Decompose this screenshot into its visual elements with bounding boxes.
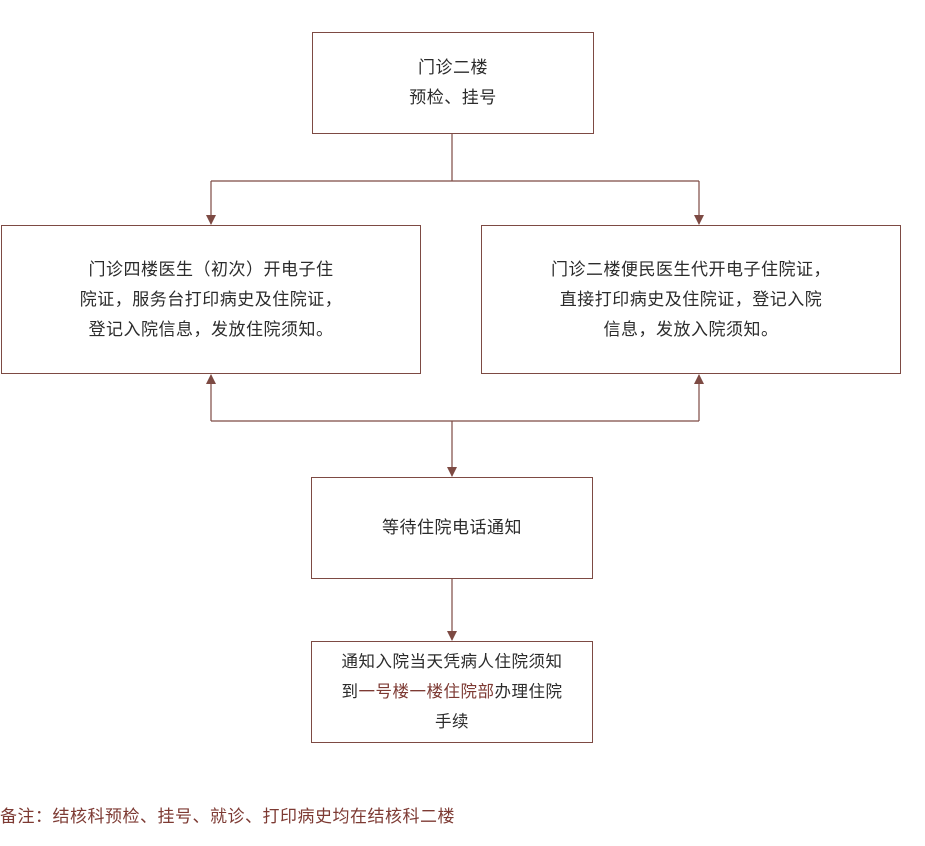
admission-box: 通知入院当天凭病人住院须知 到一号楼一楼住院部办理住院 手续 (311, 641, 593, 743)
registration-line-2: 预检、挂号 (409, 88, 497, 108)
admission-line-2-prefix: 到 (341, 682, 359, 701)
admission-line-2-suffix: 办理住院 (494, 682, 563, 701)
second-floor-line-2: 直接打印病史及住院证，登记入院 (559, 289, 823, 310)
fourth-floor-line-3: 登记入院信息，发放住院须知。 (88, 319, 334, 340)
second-floor-text: 门诊二楼便民医生代开电子住院证， 直接打印病史及住院证，登记入院 信息，发放入院… (531, 255, 851, 345)
admission-text: 通知入院当天凭病人住院须知 到一号楼一楼住院部办理住院 手续 (317, 647, 587, 737)
fourth-floor-line-2: 院证，服务台打印病史及住院证， (79, 289, 343, 310)
registration-box: 门诊二楼 预检、挂号 (312, 32, 594, 134)
fourth-floor-doctor-box: 门诊四楼医生（初次）开电子住 院证，服务台打印病史及住院证， 登记入院信息，发放… (1, 225, 421, 374)
fourth-floor-text: 门诊四楼医生（初次）开电子住 院证，服务台打印病史及住院证， 登记入院信息，发放… (51, 255, 371, 345)
registration-line-1: 门诊二楼 (418, 58, 488, 78)
second-floor-doctor-box: 门诊二楼便民医生代开电子住院证， 直接打印病史及住院证，登记入院 信息，发放入院… (481, 225, 901, 374)
admission-line-2: 到一号楼一楼住院部办理住院 (317, 677, 587, 707)
second-floor-line-3: 信息，发放入院须知。 (603, 319, 779, 340)
second-floor-line-1: 门诊二楼便民医生代开电子住院证， (551, 259, 831, 280)
admission-line-1: 通知入院当天凭病人住院须知 (341, 652, 563, 671)
admission-line-3: 手续 (435, 712, 469, 731)
inpatient-department-location: 一号楼一楼住院部 (358, 682, 495, 701)
footnote-remark: 备注：结核科预检、挂号、就诊、打印病史均在结核科二楼 (0, 807, 455, 827)
wait-notification-box: 等待住院电话通知 (311, 477, 593, 579)
registration-text: 门诊二楼 预检、挂号 (409, 53, 497, 113)
wait-text: 等待住院电话通知 (382, 513, 522, 543)
wait-line-1: 等待住院电话通知 (382, 518, 522, 538)
fourth-floor-line-1: 门诊四楼医生（初次）开电子住 (88, 259, 334, 280)
